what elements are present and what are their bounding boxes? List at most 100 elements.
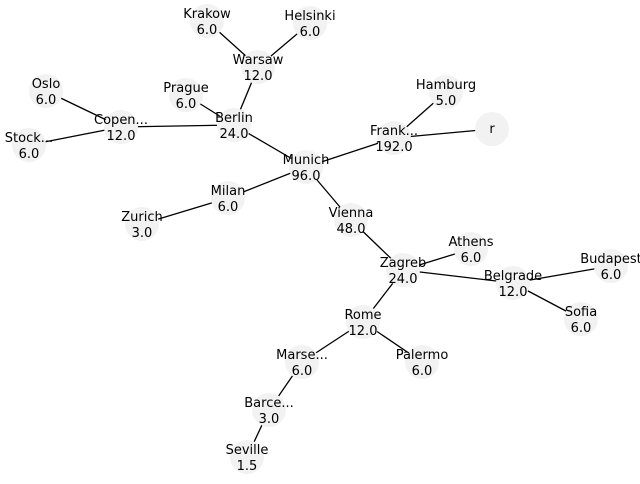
node-name-label: Copen... (94, 113, 148, 128)
node-value-label: 6.0 (461, 251, 482, 266)
node-name-label: Zagreb (380, 256, 426, 271)
node-value-label: 5.0 (436, 94, 457, 109)
node-name-label: Sofia (565, 305, 597, 320)
node-name-label: Vienna (329, 206, 374, 221)
node-circle (241, 50, 275, 84)
node-name-label: Barce... (244, 396, 294, 411)
node-value-label: 6.0 (19, 147, 40, 162)
node-circle (125, 207, 159, 241)
node-copenhagen: Copen...12.0 (94, 110, 148, 144)
node-marseille: Marse...6.0 (276, 345, 328, 379)
node-value-label: 24.0 (389, 272, 418, 287)
node-circle (475, 112, 509, 146)
node-value-label: 12.0 (349, 324, 378, 339)
node-circle (346, 305, 380, 339)
node-circle (29, 74, 63, 108)
node-name-label: Budapest (580, 252, 640, 267)
node-name-label: Athens (448, 235, 493, 250)
node-value-label: 12.0 (499, 285, 528, 300)
node-circle (594, 249, 628, 283)
node-value-label: 1.5 (237, 459, 258, 474)
node-circle (230, 440, 264, 474)
node-value-label: 6.0 (300, 25, 321, 40)
node-name-label: Milan (211, 184, 246, 199)
node-name-label: Frank... (370, 124, 418, 139)
node-value-label: 6.0 (218, 200, 239, 215)
node-name-label: Rome (344, 308, 381, 323)
node-r: r (475, 112, 509, 146)
node-circle (252, 393, 286, 427)
node-frankfurt: Frank...192.0 (370, 121, 418, 155)
node-barcelona: Barce...3.0 (244, 393, 294, 427)
node-value-label: 12.0 (107, 129, 136, 144)
edge-berlin-copenhagen (120, 124, 235, 128)
node-value-label: 96.0 (292, 169, 321, 184)
node-circle (217, 108, 251, 142)
node-name-label: Munich (283, 153, 330, 168)
node-circle (405, 345, 439, 379)
node-circle (12, 128, 46, 162)
node-value-label: 6.0 (412, 364, 433, 379)
node-name-label: Seville (226, 443, 269, 458)
node-name-label: Hamburg (416, 78, 476, 93)
node-value-label: 24.0 (220, 127, 249, 142)
node-value-label: 48.0 (337, 222, 366, 237)
node-circle (190, 4, 224, 38)
node-circle (211, 181, 245, 215)
node-value-label: 3.0 (132, 226, 153, 241)
node-name-label: Krakow (183, 7, 231, 22)
edge-layer (28, 20, 612, 458)
node-name-label: Palermo (396, 348, 449, 363)
node-circle (293, 6, 327, 40)
node-name-label: Helsinki (284, 9, 335, 24)
node-circle (386, 253, 420, 287)
node-value-label: 6.0 (571, 321, 592, 336)
node-name-label: Berlin (215, 111, 253, 126)
node-circle (285, 345, 319, 379)
node-value-label: 12.0 (244, 69, 273, 84)
node-circle (289, 150, 323, 184)
node-name-label: Oslo (32, 77, 61, 92)
node-name-label: Zurich (121, 210, 163, 225)
node-circle (377, 121, 411, 155)
node-name-label: Belgrade (484, 269, 542, 284)
node-name-label: Prague (163, 81, 208, 96)
node-value-label: 6.0 (176, 97, 197, 112)
node-stockholm: Stock...6.0 (5, 128, 53, 162)
node-name-label: Marse... (276, 348, 328, 363)
node-circle (454, 232, 488, 266)
node-circle (334, 203, 368, 237)
node-value-label: 6.0 (197, 23, 218, 38)
edge-zagreb-belgrade (402, 269, 514, 284)
node-value-label: 192.0 (375, 140, 412, 155)
node-circle (564, 302, 598, 336)
node-layer: Munich96.0Frank...192.0Berlin24.0Warsaw1… (5, 4, 640, 474)
node-name-label: Warsaw (233, 53, 284, 68)
node-value-label: 6.0 (601, 268, 622, 283)
node-circle (104, 110, 138, 144)
node-circle (496, 266, 530, 300)
node-circle (429, 75, 463, 109)
node-circle (169, 78, 203, 112)
